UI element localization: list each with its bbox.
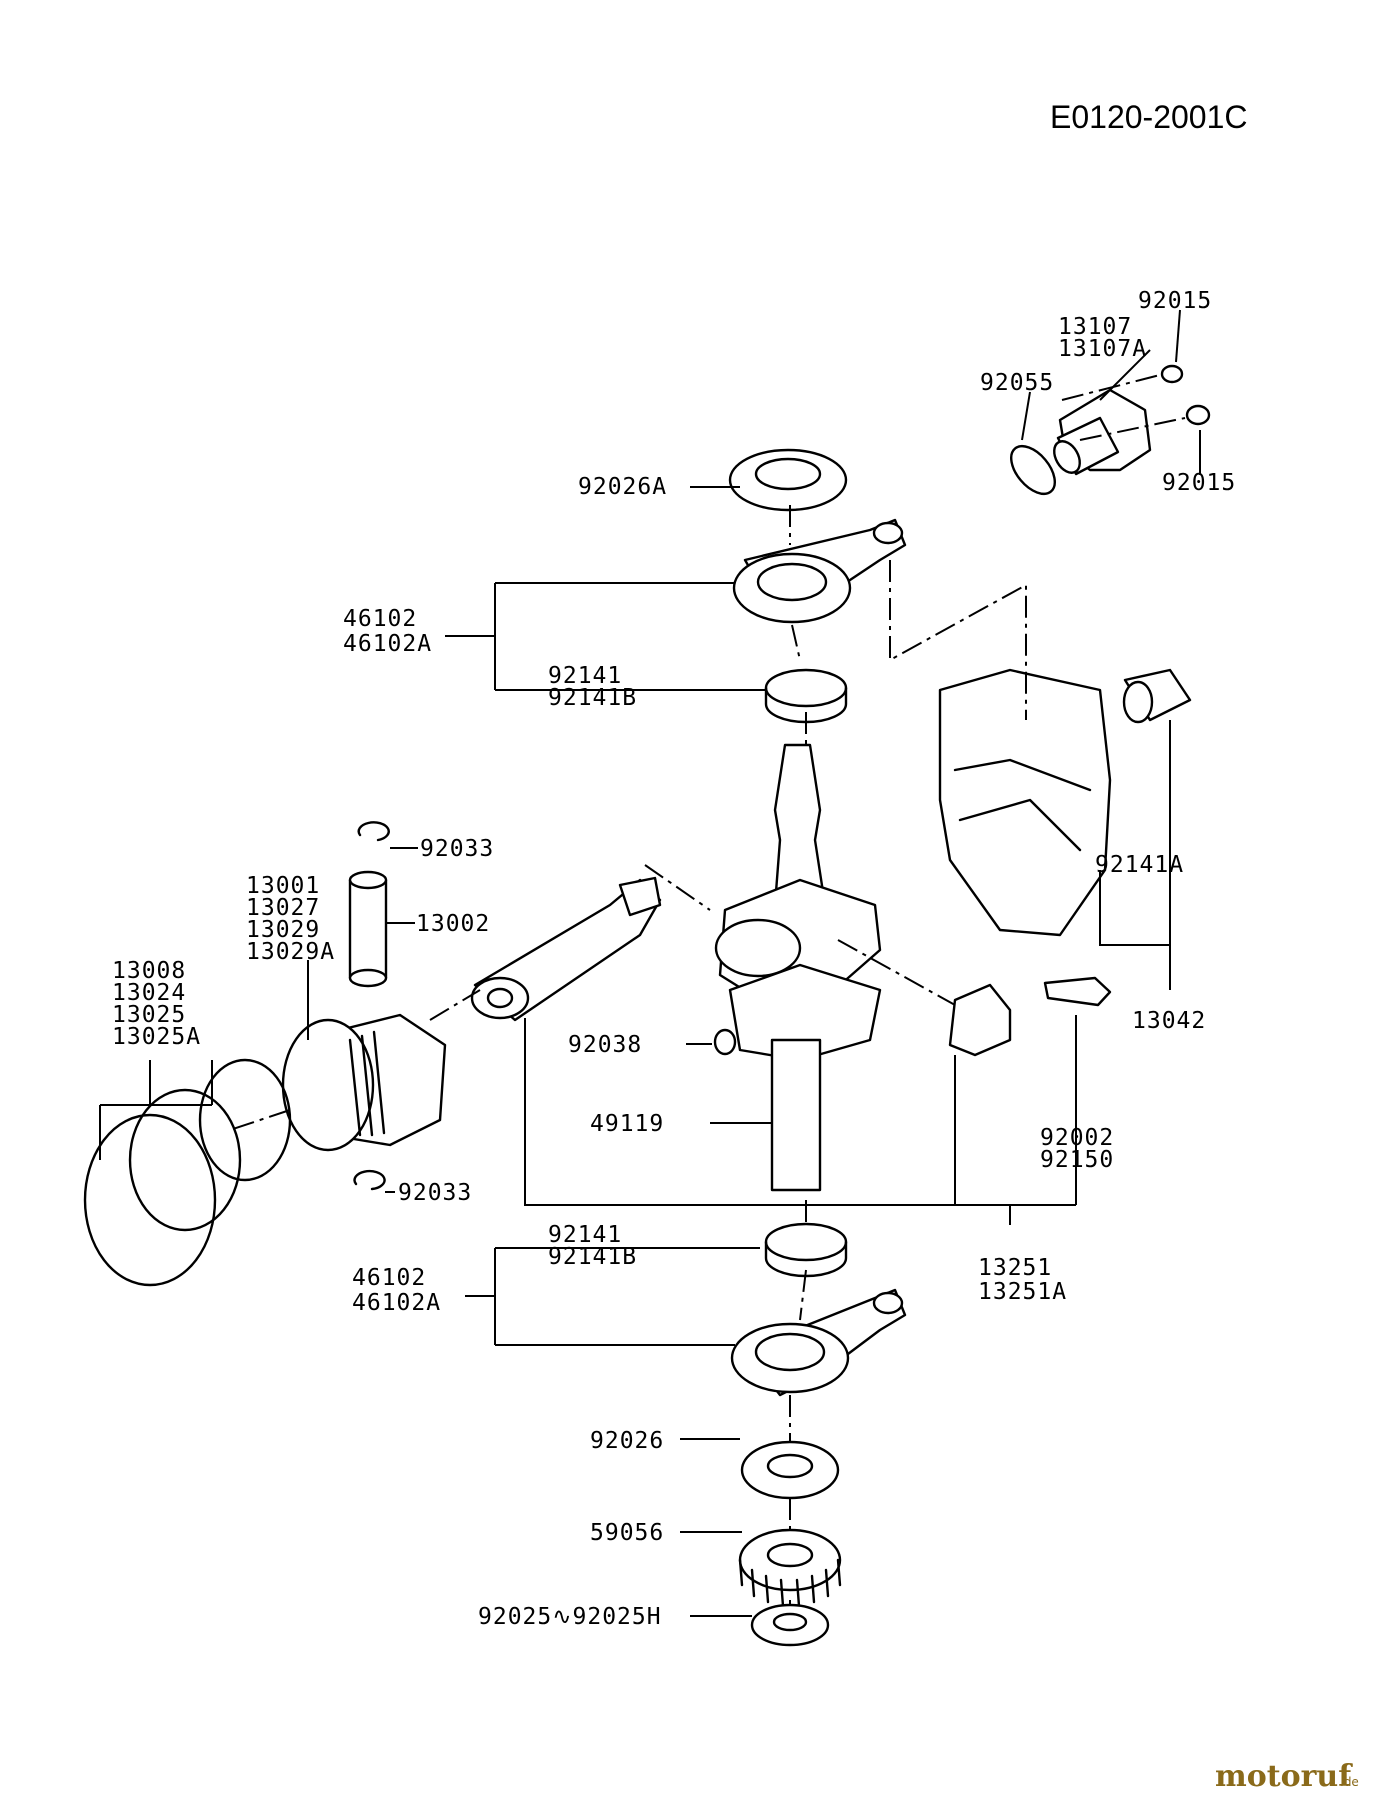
piston-rings-part bbox=[83, 1058, 292, 1287]
assembly-line bbox=[799, 1269, 807, 1321]
part-label: 13029 bbox=[246, 917, 320, 943]
part-label: 92033 bbox=[420, 836, 494, 862]
part-label: 92141A bbox=[1095, 852, 1184, 878]
crankshaft-part bbox=[714, 743, 882, 1192]
part-label: 13251A bbox=[978, 1279, 1067, 1305]
piston-part bbox=[281, 1013, 447, 1152]
diagram-code: E0120-2001C bbox=[1050, 99, 1247, 135]
bearing-housing-upper-part bbox=[732, 518, 907, 624]
assembly-line bbox=[429, 989, 481, 1021]
bearing-ring-upper-part bbox=[764, 668, 848, 724]
connecting-rod-part bbox=[470, 876, 662, 1022]
governor-shaft-part bbox=[1010, 364, 1211, 495]
part-label: 13107A bbox=[1058, 336, 1147, 362]
assembly-line bbox=[837, 939, 956, 1006]
crankshaft-gear-part bbox=[738, 1528, 842, 1608]
part-label: 13107 bbox=[1058, 314, 1132, 340]
part-label: 13042 bbox=[1132, 1008, 1206, 1034]
part-label: 13001 bbox=[246, 873, 320, 899]
bearing-ring-lower-part bbox=[764, 1222, 848, 1278]
part-label: 92033 bbox=[398, 1180, 472, 1206]
part-label: 92038 bbox=[568, 1032, 642, 1058]
washer-part bbox=[740, 1440, 840, 1500]
part-label: 13027 bbox=[246, 895, 320, 921]
circlip-upper-part bbox=[357, 821, 390, 842]
part-label: 92026 bbox=[590, 1428, 664, 1454]
part-label: 92055 bbox=[980, 370, 1054, 396]
part-label: 13025 bbox=[112, 1002, 186, 1028]
part-label: 13251 bbox=[978, 1255, 1052, 1281]
part-label: 13025A bbox=[112, 1024, 201, 1050]
piston-pin-part bbox=[348, 870, 388, 988]
bearing-housing-lower-part bbox=[730, 1288, 907, 1397]
part-label: 92015 bbox=[1138, 288, 1212, 314]
assembly-line bbox=[1061, 374, 1186, 441]
oil-seal-upper-part bbox=[728, 448, 848, 512]
circlip-lower-part bbox=[353, 1169, 386, 1191]
part-label: 46102A bbox=[343, 631, 432, 657]
part-label: 46102 bbox=[352, 1265, 426, 1291]
assembly-line bbox=[889, 560, 1027, 720]
part-label: 13024 bbox=[112, 980, 186, 1006]
part-label: 49119 bbox=[590, 1111, 664, 1137]
part-label: 92150 bbox=[1040, 1147, 1114, 1173]
part-label: 92141B bbox=[548, 685, 637, 711]
part-label: 46102 bbox=[343, 606, 417, 632]
part-label: 13008 bbox=[112, 958, 186, 984]
key-part bbox=[713, 1028, 737, 1056]
part-label: 13002 bbox=[416, 911, 490, 937]
rod-cap-part bbox=[948, 976, 1112, 1057]
watermark-brand: motoruf bbox=[1215, 1759, 1353, 1794]
part-label: 92015 bbox=[1162, 470, 1236, 496]
assembly-line bbox=[229, 1109, 291, 1131]
part-label: 92141 bbox=[548, 663, 622, 689]
crankcase-block-part bbox=[938, 668, 1192, 937]
watermark-tld: .de bbox=[1340, 1775, 1359, 1789]
part-label: 13029A bbox=[246, 939, 335, 965]
assembly-line bbox=[644, 864, 711, 911]
part-label: 92141B bbox=[548, 1244, 637, 1270]
assembly-line bbox=[791, 624, 801, 661]
shim-part bbox=[750, 1603, 830, 1647]
part-label: 59056 bbox=[590, 1520, 664, 1546]
part-label: 92141 bbox=[548, 1222, 622, 1248]
part-label: 92026A bbox=[578, 474, 667, 500]
part-label: 46102A bbox=[352, 1290, 441, 1316]
part-label: 92025∿92025H bbox=[478, 1604, 662, 1630]
leader-lines bbox=[99, 309, 1201, 1617]
part-label: 92002 bbox=[1040, 1125, 1114, 1151]
